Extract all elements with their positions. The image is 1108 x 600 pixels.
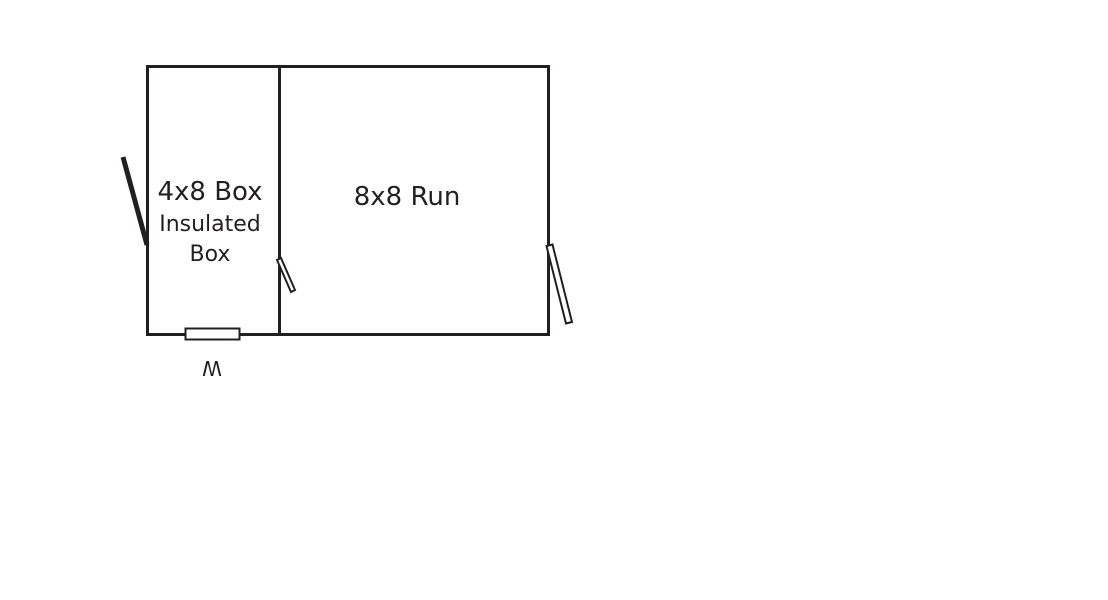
box-title-label: 4x8 Box [157,177,262,207]
box-exterior-door [120,156,150,246]
interior-door [275,256,297,294]
window [184,327,241,341]
box-box-label: Box [190,242,231,267]
run-title-label: 8x8 Run [354,182,461,212]
window-label: W [202,356,222,380]
box-insulated-label: Insulated [159,212,261,237]
run-door [545,243,574,325]
outer-wall [146,65,550,336]
